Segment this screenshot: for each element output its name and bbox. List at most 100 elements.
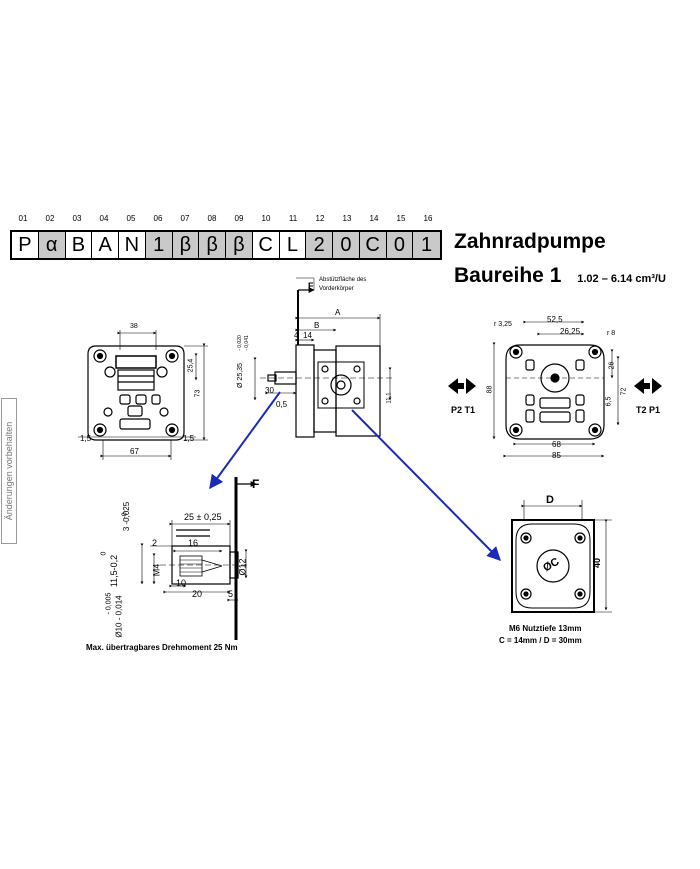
tol-lower: - 0,041 [243, 335, 250, 351]
dim-14: 14 [303, 331, 312, 340]
m6-note: M6 Nutztiefe 13mm [509, 624, 582, 633]
code-number: 01 [18, 214, 28, 223]
shaft-thread: M4 [151, 563, 162, 577]
code-number: 08 [207, 214, 217, 223]
shaft-key-width: 3 -0,025 [122, 501, 132, 532]
code-cell: β [226, 232, 253, 258]
leader-arrow-shaft [209, 391, 281, 490]
flange-dim-D: D [546, 494, 554, 506]
displacement-range: 1.02 – 6.14 cm³/U [577, 273, 666, 285]
flow-arrows-left [448, 378, 476, 394]
dim-1-5-left: 1,5 [80, 434, 92, 443]
shaft-key-length: 25 ± 0,25 [184, 512, 222, 522]
code-number: 13 [342, 214, 352, 223]
dim-0-5: 0,5 [276, 400, 288, 409]
code-number: 09 [234, 214, 244, 223]
pump-front-dimensions [78, 330, 208, 460]
dim-r8: r 8 [607, 330, 616, 337]
dim-73: 73 [194, 389, 202, 398]
dim-1-5-right: 1,5 [183, 434, 195, 443]
dim-A: A [335, 308, 341, 317]
code-number: 15 [396, 214, 406, 223]
port-label-right: T2 P1 [636, 405, 661, 415]
side-note-box: Änderungen vorbehalten [1, 398, 17, 544]
pump-side-view [260, 287, 392, 438]
flange-dim-40: 40 [592, 557, 603, 569]
support-note: Abstützfläche des Vorderkörper [319, 276, 366, 294]
dim-26-25: 26,25 [560, 327, 581, 336]
pump-rear-view [505, 344, 605, 440]
shaft-dim-5: 5 [228, 589, 234, 599]
code-number: 11 [288, 214, 298, 223]
code-cell: 0 [333, 232, 360, 258]
code-cell: A [92, 232, 119, 258]
code-cell: C [253, 232, 280, 258]
dim-52-5: 52,5 [547, 315, 563, 324]
dim-r3-25: r 3,25 [494, 321, 512, 328]
dim-4: 4 [294, 331, 299, 340]
flange-detail [511, 519, 595, 613]
dim-72: 72 [620, 387, 628, 396]
shaft-dim-phi12: Ø12 [237, 558, 248, 576]
code-cell: N [119, 232, 146, 258]
code-cell: 0 [386, 232, 414, 258]
force-label: F [308, 281, 314, 291]
shaft-dim-11-5: 11,5-0,2 [109, 554, 120, 588]
shaft-tol-005: - 0,005 [105, 592, 113, 615]
pump-front-view [87, 345, 185, 441]
dim-11-1: 11,1 [386, 392, 393, 404]
series-title: Baureihe 1 1.02 – 6.14 cm³/U [454, 264, 666, 288]
tol-upper: - 0,020 [236, 335, 243, 351]
dim-26: 26 [608, 361, 616, 370]
code-number: 02 [45, 214, 55, 223]
series-label: Baureihe 1 [454, 264, 562, 287]
port-label-left: P2 T1 [451, 405, 476, 415]
code-number: 07 [180, 214, 190, 223]
code-cell: C [359, 232, 387, 258]
code-number: 05 [126, 214, 136, 223]
code-number: 14 [369, 214, 379, 223]
dim-25-35: Ø 25,35 [236, 363, 244, 388]
dim-38: 38 [130, 323, 138, 330]
shaft-detail [160, 477, 257, 640]
shaft-dimensions [140, 520, 248, 602]
product-title: Zahnradpumpe [454, 230, 606, 253]
torque-note: Max. übertragbares Drehmoment 25 Nm [86, 643, 238, 652]
code-cell: 1 [413, 232, 440, 258]
code-cell: 2 [306, 232, 333, 258]
code-number: 03 [72, 214, 82, 223]
dim-85: 85 [552, 451, 561, 460]
code-cell: B [66, 232, 93, 258]
flange-dimensions [521, 500, 612, 613]
pump-rear-dimensions [492, 320, 620, 458]
dim-88: 88 [486, 385, 494, 394]
shaft-tol-zero: 0 [100, 551, 108, 556]
dim-30: 30 [265, 386, 274, 395]
code-number: 12 [315, 214, 325, 223]
dim-68: 68 [552, 440, 561, 449]
flow-arrows-right [634, 378, 662, 394]
shaft-dim-16: 16 [188, 538, 199, 548]
pump-side-dimensions [253, 277, 392, 401]
dim-67: 67 [130, 447, 139, 456]
cd-note: C = 14mm / D = 30mm [499, 636, 582, 645]
shaft-dim-20: 20 [192, 589, 203, 599]
code-cell: β [172, 232, 200, 258]
code-number: 10 [261, 214, 271, 223]
shaft-dim-10: 10 [176, 578, 187, 588]
code-cell: P [12, 232, 39, 258]
dim-B: B [314, 321, 320, 330]
code-number: 04 [99, 214, 109, 223]
support-note-line2: Vorderkörper [319, 286, 354, 292]
shaft-dim-phi10: Ø10 - 0,014 [114, 595, 124, 638]
code-number: 06 [153, 214, 163, 223]
type-code-boxes: P α B A N 1 β β β C L 2 0 C 0 1 [10, 230, 442, 260]
support-note-line1: Abstützfläche des [319, 277, 367, 283]
leader-arrow-flange [351, 409, 501, 561]
code-cell: L [280, 232, 307, 258]
code-number: 16 [423, 214, 433, 223]
shaft-dim-2: 2 [152, 538, 158, 548]
dim-25-4: 25,4 [187, 358, 195, 373]
code-cell: α [38, 232, 66, 258]
